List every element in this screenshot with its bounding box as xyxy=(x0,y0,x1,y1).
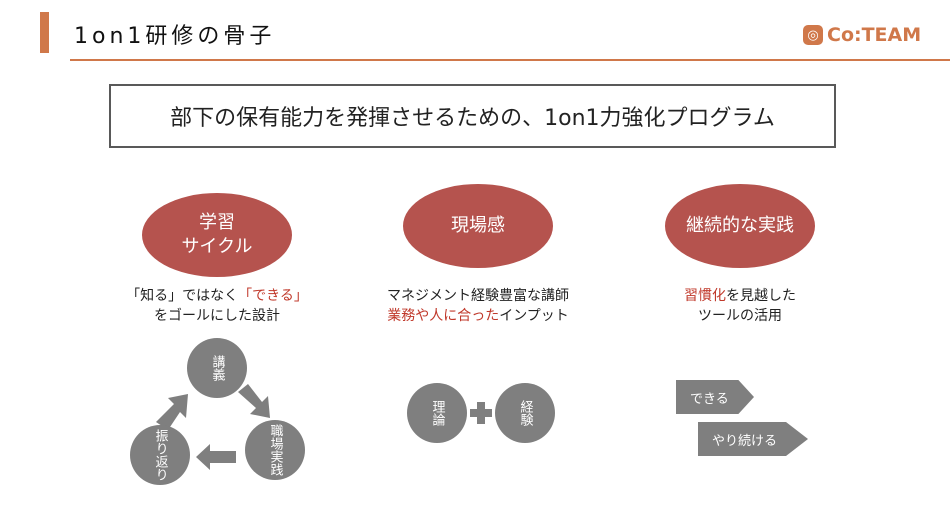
pillar-desc-2: マネジメント経験豊富な講師業務や人に合ったインプット xyxy=(358,286,598,326)
logo: ◎Co:TEAM xyxy=(803,24,921,46)
cycle-practice: 職場実践 xyxy=(245,420,305,480)
desc-highlight: 習慣化 xyxy=(684,288,726,304)
pillar-desc-1: 「知る」ではなく「できる」をゴールにした設計 xyxy=(97,286,337,326)
arrow-icon xyxy=(196,444,236,470)
title-accent-bar xyxy=(40,12,49,53)
pillar-desc-3: 習慣化を見越したツールの活用 xyxy=(620,286,860,326)
desc-text: をゴールにした設計 xyxy=(154,308,280,324)
desc-text: インプット xyxy=(499,308,569,324)
desc-text: 「知る」ではなく xyxy=(126,288,239,304)
step-can-do: できる xyxy=(676,380,754,414)
step-keep-doing: やり続ける xyxy=(698,422,808,456)
pillar-label: 学習 xyxy=(198,212,235,233)
page-title: 1on1研修の骨子 xyxy=(74,24,276,49)
pillar-learning-cycle: 学習サイクル xyxy=(142,193,292,277)
cycle-lecture: 講義 xyxy=(187,338,247,398)
pillar-continuous-practice: 継続的な実践 xyxy=(665,184,815,268)
desc-text: マネジメント経験豊富な講師 xyxy=(387,288,569,304)
header-divider xyxy=(70,59,950,61)
pillar-field-sense: 現場感 xyxy=(403,184,553,268)
logo-text: Co:TEAM xyxy=(827,24,922,46)
desc-highlight: 業務や人に合った xyxy=(387,308,500,324)
arrow-icon xyxy=(238,384,270,418)
arrow-icon xyxy=(156,394,188,430)
desc-text: ツールの活用 xyxy=(698,308,782,324)
logo-icon: ◎ xyxy=(803,25,823,45)
desc-highlight: 「できる」 xyxy=(238,288,308,304)
cycle-reflection: 振り返り xyxy=(130,425,190,485)
experience-circle: 経験 xyxy=(495,383,555,443)
tagline-box: 部下の保有能力を発揮させるための、1on1力強化プログラム xyxy=(109,84,836,148)
theory-circle: 理論 xyxy=(407,383,467,443)
desc-text: を見越した xyxy=(726,288,796,304)
pillar-label: サイクル xyxy=(181,236,253,257)
